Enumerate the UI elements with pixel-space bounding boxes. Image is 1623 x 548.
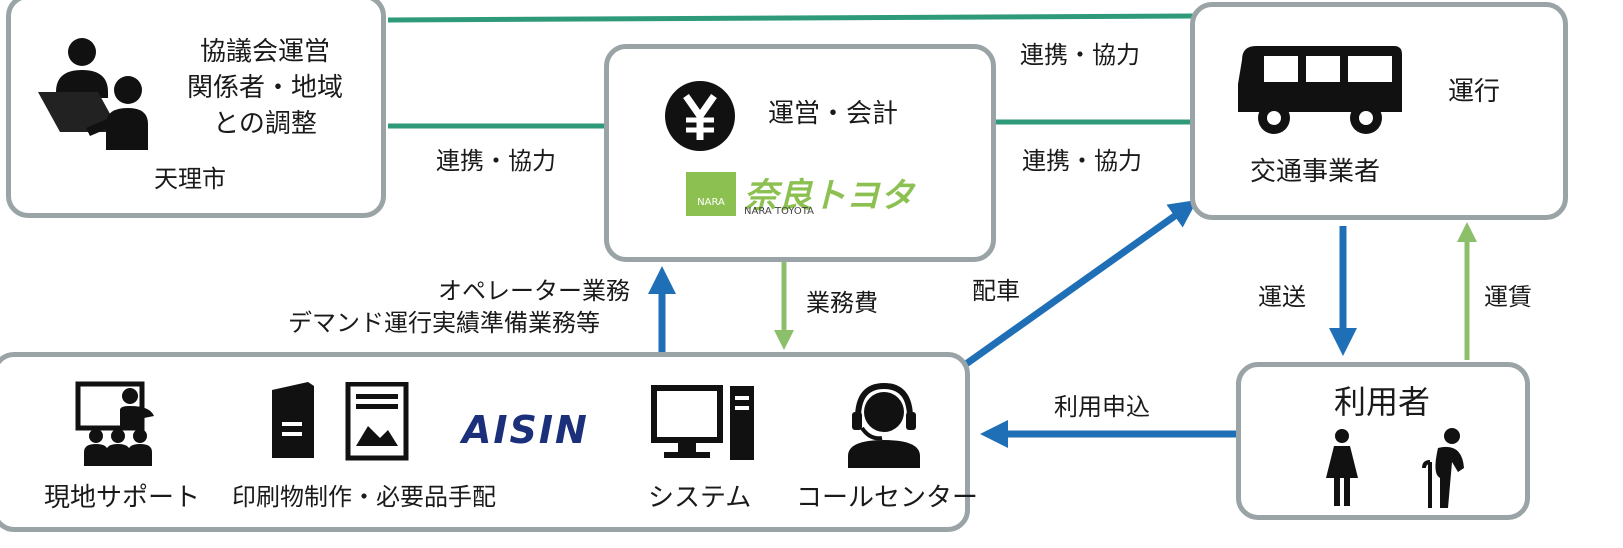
- tenri-box: [6, 0, 386, 218]
- nara-logo-badge: NARA: [686, 172, 736, 216]
- nara-toyota-box: [604, 44, 996, 262]
- aisin-logo: AISIN: [462, 408, 589, 452]
- fee-label: 業務費: [806, 289, 878, 317]
- nara-logo-badge-text: NARA: [697, 197, 725, 208]
- ops-label-line-1: オペレーター業務: [438, 277, 630, 305]
- tenri-label: 天理市: [154, 165, 226, 193]
- bottom-item-system: システム: [648, 483, 752, 513]
- tenri-task-line-2: 関係者・地域: [186, 73, 343, 103]
- arrow-dispatch: [963, 199, 1198, 367]
- coop-label-left: 連携・協力: [436, 147, 556, 175]
- nara-logo-text: 奈良トヨタ: [744, 176, 914, 216]
- fare-label: 運賃: [1484, 283, 1532, 311]
- nara-logo-sub: NARA TOYOTA: [744, 206, 814, 217]
- tenri-task-line-1: 協議会運営: [199, 37, 330, 67]
- operator-label: 交通事業者: [1250, 157, 1381, 187]
- bottom-item-support: 現地サポート: [44, 483, 201, 513]
- bottom-item-callcenter: コールセンター: [796, 483, 979, 513]
- user-box: [1236, 362, 1530, 520]
- tenri-task-line-3: との調整: [213, 109, 317, 139]
- link-tenri-operator-top: [387, 13, 1194, 23]
- nara-toyota-logo: NARA 奈良トヨタ NARA TOYOTA: [686, 172, 916, 222]
- apply-label: 利用申込: [1054, 393, 1150, 421]
- bottom-box: [0, 352, 970, 532]
- coop-label-top: 連携・協力: [1020, 41, 1140, 69]
- dispatch-label: 配車: [972, 277, 1020, 305]
- coop-label-right: 連携・協力: [1022, 147, 1142, 175]
- yen-icon: [665, 81, 735, 151]
- computer-icon: [651, 385, 754, 460]
- ops-label-line-2: デマンド運行実績準備業務等: [288, 309, 600, 337]
- van-icon: [1238, 46, 1402, 134]
- elderly-person-icon: [1422, 428, 1464, 508]
- transport-label: 運送: [1258, 283, 1306, 311]
- operator-role: 運行: [1448, 77, 1501, 107]
- presentation-icon: [75, 381, 154, 466]
- woman-icon: [1326, 429, 1358, 506]
- user-label: 利用者: [1334, 383, 1431, 421]
- printed-matter-icon: [272, 382, 409, 461]
- meeting-icon: [38, 38, 148, 150]
- call-center-icon: [848, 382, 920, 468]
- toyota-role: 運営・会計: [768, 99, 899, 129]
- bottom-item-print: 印刷物制作・必要品手配: [232, 483, 496, 511]
